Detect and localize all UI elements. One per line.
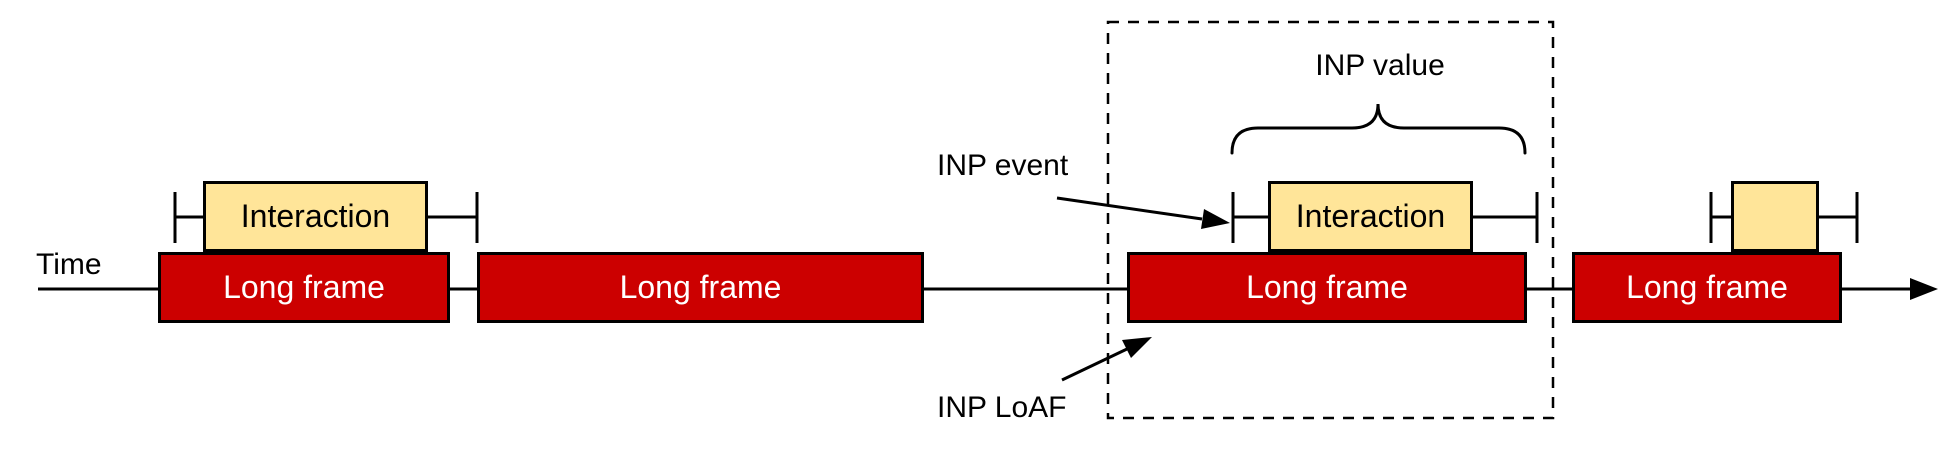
long-frame-box-2: Long frame xyxy=(477,252,924,323)
long-frame-box-1: Long frame xyxy=(158,252,450,323)
inp-event-label: INP event xyxy=(937,149,1069,182)
long-frame-box-4: Long frame xyxy=(1572,252,1842,323)
inp-loaf-label: INP LoAF xyxy=(937,391,1067,424)
long-frame-label: Long frame xyxy=(1626,269,1788,305)
time-axis-arrowhead-icon xyxy=(1910,278,1938,300)
inp-value-label: INP value xyxy=(1315,49,1445,82)
long-frame-label: Long frame xyxy=(619,269,782,305)
inp-event-arrow-icon xyxy=(1056,196,1230,229)
inp-loaf-arrow-icon xyxy=(1061,337,1152,382)
interaction-box-3 xyxy=(1731,181,1819,252)
interaction-label: Interaction xyxy=(240,198,391,234)
long-frame-box-3: Long frame xyxy=(1127,252,1527,323)
interaction-box-2: Interaction xyxy=(1268,181,1473,252)
inp-value-brace-icon xyxy=(1230,103,1527,155)
interaction-box-1: Interaction xyxy=(203,181,428,252)
time-axis-label: Time xyxy=(36,248,102,281)
long-frame-label: Long frame xyxy=(223,269,385,305)
interaction-label: Interaction xyxy=(1295,198,1446,234)
long-frame-label: Long frame xyxy=(1246,269,1408,305)
